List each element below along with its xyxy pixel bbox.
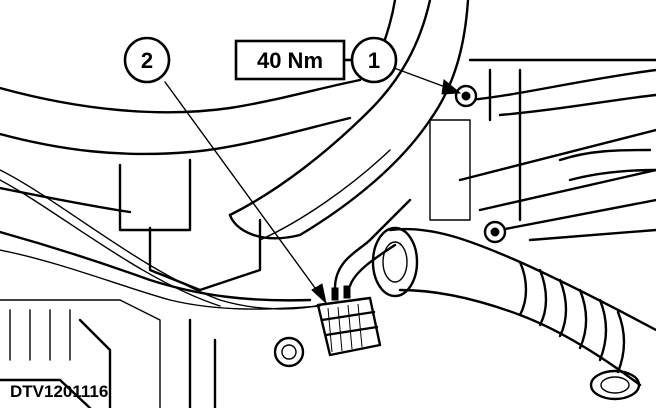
callout-2: 2 (123, 36, 171, 84)
torque-spec-label: 40 Nm (257, 48, 323, 73)
torque-spec-box: 40 Nm (234, 39, 352, 81)
mounting-bolts (273, 84, 507, 368)
steering-column (371, 226, 656, 401)
electrical-connector (316, 198, 412, 357)
callout-2-label: 2 (141, 48, 153, 73)
callout-1-label: 1 (368, 48, 380, 73)
reference-code: DTV1201116 (10, 382, 108, 401)
wiring-harness (0, 169, 321, 310)
leader-lines (164, 67, 462, 305)
floor-bolt (273, 336, 305, 368)
callout-1: 1 (350, 36, 398, 84)
frame-rails (429, 58, 656, 242)
dash-structure (0, 78, 362, 408)
